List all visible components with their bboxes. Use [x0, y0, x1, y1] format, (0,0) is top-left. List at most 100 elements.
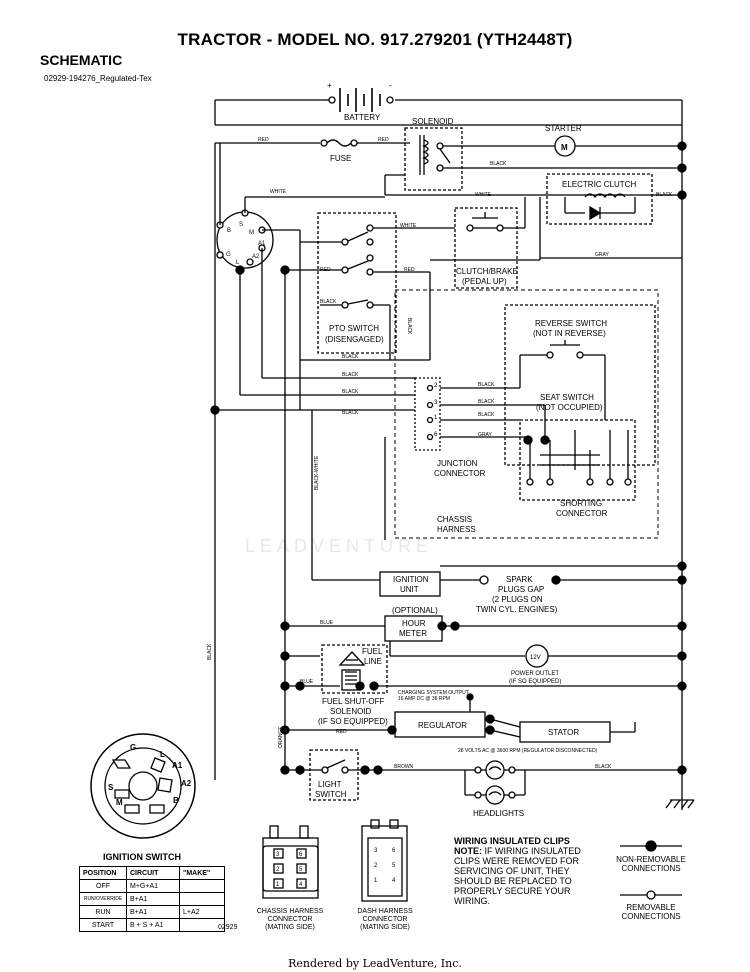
chassis-pin: 6 [299, 852, 303, 858]
wire-black-label: BLACK [490, 161, 507, 167]
term-a2: A2 [252, 254, 260, 260]
clutch-label-2: (PEDAL UP) [462, 277, 507, 286]
wire-white-label: WHITE [475, 192, 492, 198]
wire-black-white-label: BLACK-WHITE [314, 455, 320, 490]
legend-removable [620, 890, 682, 900]
optional-label: (OPTIONAL) [392, 606, 438, 615]
legend-line: CONNECTIONS [621, 912, 681, 921]
footer-credit: Rendered by LeadVenture, Inc. [288, 957, 462, 970]
junction-label-1: JUNCTION [437, 459, 478, 468]
ignition-switch-title: IGNITION SWITCH [103, 852, 181, 862]
pto-switch: PTO SWITCH (DISENGAGED) [285, 212, 455, 360]
hour-meter-label-2: METER [399, 629, 427, 638]
ign-face-m: M [116, 798, 123, 807]
chassis-pin: 5 [299, 867, 303, 873]
dash-connector-line2: CONNECTOR [362, 916, 408, 923]
fuel-sol-label-3: (IF SO EQUIPPED) [318, 717, 388, 726]
electric-clutch: ELECTRIC CLUTCH [546, 173, 653, 225]
chassis-pin: 1 [276, 882, 280, 888]
junction-pin-6: 6 [434, 432, 438, 438]
table-row: RUN/OVERRIDE B+A1 [79, 892, 225, 906]
table-cell: RUN [79, 905, 127, 919]
chassis-pin: 2 [276, 867, 280, 873]
junction-pin-1: 1 [434, 415, 438, 421]
hour-meter: (OPTIONAL) HOUR METER [280, 606, 687, 642]
stator-label: STATOR [548, 728, 579, 737]
table-cell [179, 879, 225, 893]
shorting-label-2: CONNECTOR [556, 509, 608, 518]
clutch-label-1: CLUTCH/BRAKE [456, 267, 518, 276]
wire-black-label: BLACK [207, 643, 213, 660]
table-header-row: POSITION CIRCUIT "MAKE" [79, 866, 225, 880]
regulator: REGULATOR [280, 711, 495, 738]
wire-white-label: WHITE [400, 223, 417, 229]
power-outlet: 12V POWER OUTLET (IF SO EQUIPPED) [389, 641, 687, 685]
wire-black-label: BLACK [342, 410, 359, 416]
dash-connector-label: DASH HARNESS CONNECTOR (MATING SIDE) [335, 908, 435, 932]
table-cell: B+A1 [126, 892, 180, 906]
table-header: "MAKE" [179, 866, 225, 880]
chassis-pin: 4 [299, 882, 303, 888]
pto-label-2: (DISENGAGED) [325, 335, 384, 344]
chassis-harness-label-2: HARNESS [437, 525, 476, 534]
table-cell: B + S + A1 [126, 918, 180, 932]
ground-symbol [665, 799, 695, 809]
charging-label-2: 16 AMP DC @ 36 RPM [398, 696, 450, 702]
wire-black-label: BLACK [478, 399, 495, 405]
pto-label-1: PTO SWITCH [329, 324, 379, 333]
watermark-text: LEADVENTURE [245, 536, 434, 556]
wire-black-label: BLACK [656, 192, 673, 198]
legend-line: REMOVABLE [626, 903, 676, 912]
starter-motor-m: M [561, 143, 568, 152]
dash-connector-line3: (MATING SIDE) [360, 924, 410, 931]
legend-line: CONNECTIONS [621, 864, 681, 873]
ignition-unit-label-1: IGNITION [393, 575, 429, 584]
junction-label-2: CONNECTOR [434, 469, 486, 478]
charging-label-1: CHARGING SYSTEM OUTPUT [398, 690, 469, 696]
dash-pin: 5 [392, 863, 396, 869]
shorting-connector: SHORTING CONNECTOR [519, 419, 636, 518]
spark-label-1: SPARK [506, 575, 533, 584]
dash-pin: 6 [392, 848, 396, 854]
junction-pin-2: 2 [434, 383, 438, 389]
table-cell: M+G+A1 [126, 879, 180, 893]
wire-black-label: BLACK [595, 764, 612, 770]
wire-white-label: WHITE [270, 189, 287, 195]
wire-red-label: RED [320, 267, 331, 273]
ign-face-s: S [108, 783, 114, 792]
table-cell: START [79, 918, 127, 932]
fuel-line-label-1: FUEL [362, 647, 383, 656]
light-switch-label-1: LIGHT [318, 780, 342, 789]
table-header: CIRCUIT [126, 866, 180, 880]
fuel-solenoid: FUEL LINE FUEL SHUT-OFF SOLENOID (IF SO … [318, 644, 388, 726]
table-row: START B + S + A1 [79, 918, 225, 932]
wire-blue-label: BLUE [320, 620, 334, 626]
ignition-switch-face: G L A1 A2 S M B [90, 733, 196, 839]
clutch-brake-switch: CLUTCH/BRAKE (PEDAL UP) [454, 197, 526, 289]
schematic-heading: SCHEMATIC [40, 52, 123, 68]
fuel-sol-label-1: FUEL SHUT-OFF [322, 697, 384, 706]
wire-black-label: BLACK [478, 412, 495, 418]
chassis-connector-line1: CHASSIS HARNESS [256, 908, 324, 915]
clips-note-text: IF WIRING INSULATED CLIPS WERE REMOVED F… [454, 846, 581, 906]
ignition-switch-table: POSITION CIRCUIT "MAKE" OFF M+G+A1 RUN/O… [79, 866, 225, 932]
battery-label: BATTERY [344, 113, 381, 122]
outlet-voltage: 12V [530, 655, 541, 661]
battery-minus: - [389, 81, 392, 90]
wire-brown-label: BROWN [394, 764, 414, 770]
dash-pin: 2 [374, 863, 378, 869]
headlights-label: HEADLIGHTS [473, 809, 524, 818]
ignition-code: 02929 [218, 924, 238, 931]
term-m: M [249, 230, 254, 236]
wire-black-label: BLACK [342, 372, 359, 378]
table-cell [179, 892, 225, 906]
table-cell: L+A2 [179, 905, 225, 919]
wire-gray-label: GRAY [595, 252, 609, 258]
ign-face-a2: A2 [181, 779, 192, 788]
light-switch: LIGHT SWITCH [280, 749, 475, 801]
wire-red-label: RED [378, 137, 389, 143]
dash-harness-connector: 3 6 2 5 1 4 [361, 819, 408, 902]
drawing-id: 02929-194276_Regulated-Tex [44, 74, 152, 83]
seat-label-2: (NOT OCCUPIED) [536, 403, 603, 412]
dash-pin: 3 [374, 848, 378, 854]
